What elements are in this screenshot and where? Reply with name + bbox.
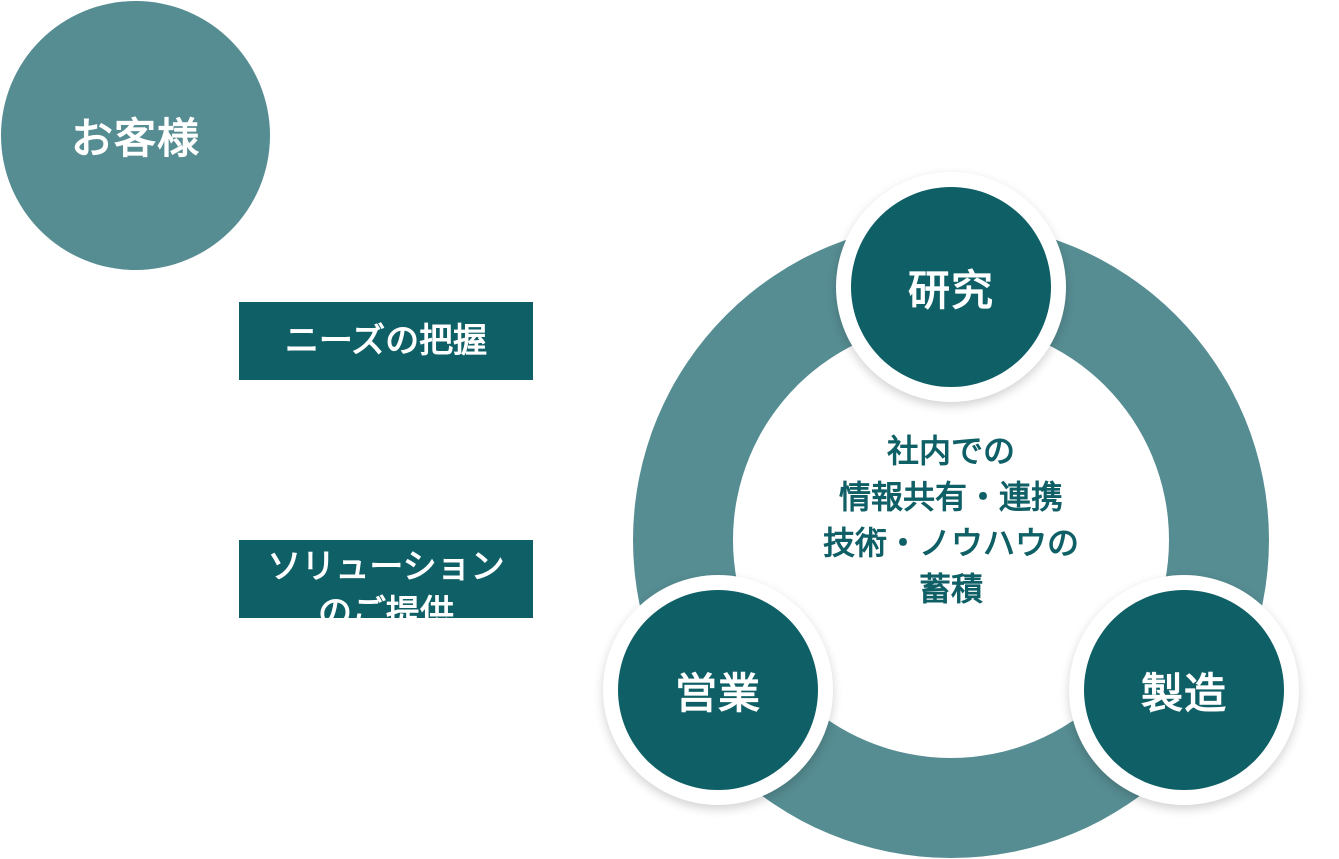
center-line-4: 蓄積 xyxy=(918,570,983,608)
solution-label-line-2: のご提供 xyxy=(318,593,454,618)
solution-label-line-1: ソリューション xyxy=(267,547,505,587)
center-line-2: 情報共有・連携 xyxy=(838,478,1063,516)
sales-node: 営業 xyxy=(603,575,833,805)
manufacturing-node-circle: 製造 xyxy=(1084,590,1284,790)
sales-node-circle: 営業 xyxy=(618,590,818,790)
manufacturing-label: 製造 xyxy=(1140,668,1227,718)
needs-label: ニーズの把握 xyxy=(284,321,488,361)
sales-label: 営業 xyxy=(674,668,761,718)
solution-label-box: ソリューション のご提供 xyxy=(239,540,533,618)
research-node: 研究 xyxy=(836,172,1066,402)
center-line-1: 社内での xyxy=(886,432,1015,470)
manufacturing-node: 製造 xyxy=(1069,575,1299,805)
cycle-center-text: 社内での 情報共有・連携 技術・ノウハウの 蓄積 xyxy=(780,428,1122,612)
customer-label: お客様 xyxy=(70,114,200,163)
customer-circle: お客様 xyxy=(1,1,270,270)
center-line-3: 技術・ノウハウの xyxy=(822,524,1079,562)
needs-label-box: ニーズの把握 xyxy=(239,302,533,380)
research-label: 研究 xyxy=(907,265,994,315)
research-node-circle: 研究 xyxy=(851,187,1051,387)
